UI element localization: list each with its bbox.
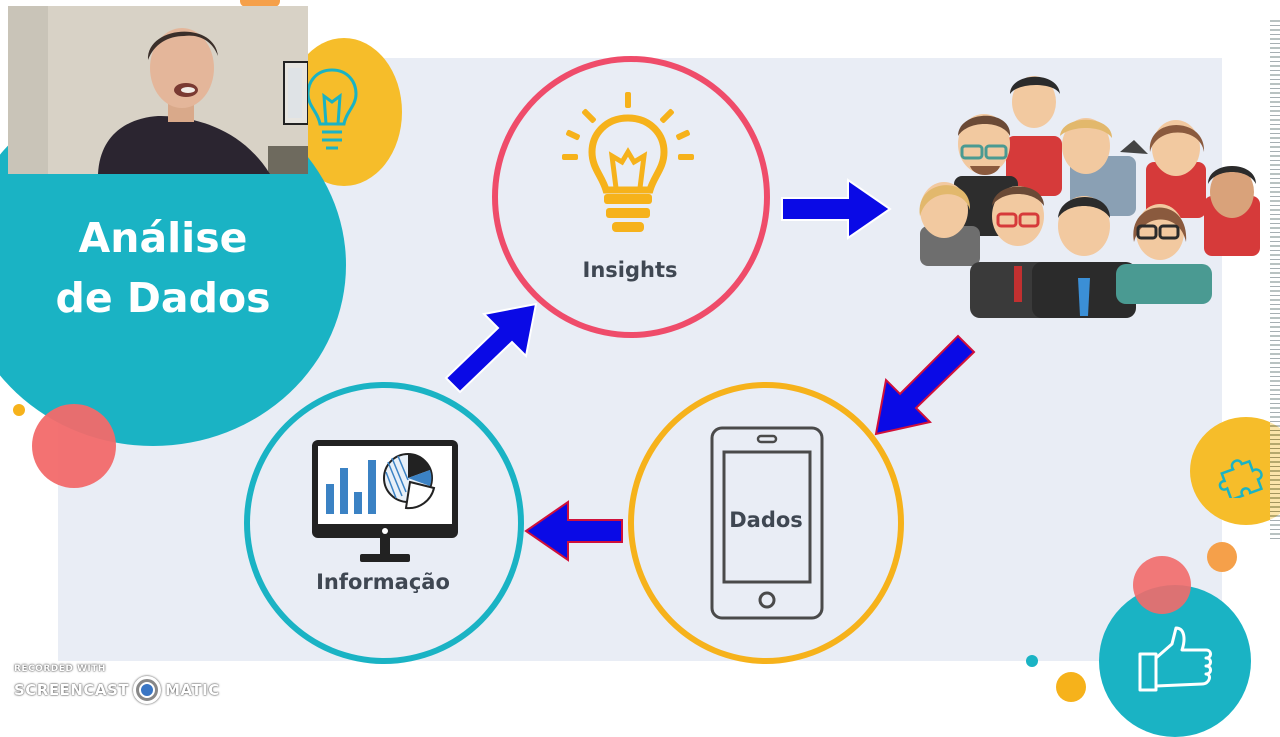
title-line-1: Análise bbox=[78, 214, 248, 262]
edge-artifact bbox=[1270, 20, 1280, 540]
watermark-recorded-with: RECORDED WITH bbox=[14, 664, 106, 674]
screencast-watermark: RECORDED WITH SCREENCAST MATIC bbox=[14, 664, 220, 704]
thumbs-up-icon bbox=[1138, 626, 1212, 692]
small-yellow-dot-left bbox=[13, 404, 25, 416]
coral-circle-left bbox=[32, 404, 116, 488]
orange-tab-top bbox=[240, 0, 280, 7]
monitor-chart-icon bbox=[312, 440, 458, 562]
smartphone-icon bbox=[710, 426, 824, 620]
watermark-brand-left: SCREENCAST bbox=[14, 681, 130, 699]
arrow-right-icon bbox=[781, 178, 892, 240]
insights-circle bbox=[492, 56, 770, 338]
lightbulb-icon bbox=[562, 92, 694, 232]
webcam-overlay bbox=[8, 6, 308, 174]
puzzle-icon bbox=[1218, 459, 1264, 498]
presenter-video-icon bbox=[8, 6, 308, 174]
coral-circle-bottom-right bbox=[1133, 556, 1191, 614]
arrow-up-right-icon bbox=[444, 302, 538, 394]
watermark-brand-right: MATIC bbox=[165, 681, 220, 699]
title-line-2: de Dados bbox=[55, 274, 271, 322]
watermark-brand: SCREENCAST MATIC bbox=[14, 676, 220, 704]
small-teal-dot bbox=[1026, 655, 1038, 667]
slide-title: Análise de Dados bbox=[28, 208, 298, 328]
insights-label: Insights bbox=[582, 258, 678, 282]
arrow-left-icon bbox=[524, 500, 623, 562]
lightbulb-outline-icon bbox=[306, 68, 358, 150]
people-group-icon bbox=[919, 76, 1260, 318]
yellow-circle-right bbox=[1190, 417, 1280, 525]
orange-dot-right bbox=[1207, 542, 1237, 572]
arrow-down-left-icon bbox=[874, 334, 976, 436]
small-yellow-dot-bottom bbox=[1056, 672, 1086, 702]
informacao-label: Informação bbox=[316, 570, 450, 594]
dados-label: Dados bbox=[729, 508, 803, 532]
informacao-circle bbox=[244, 382, 524, 664]
screencast-logo-icon bbox=[133, 676, 162, 704]
dados-circle bbox=[628, 382, 904, 664]
